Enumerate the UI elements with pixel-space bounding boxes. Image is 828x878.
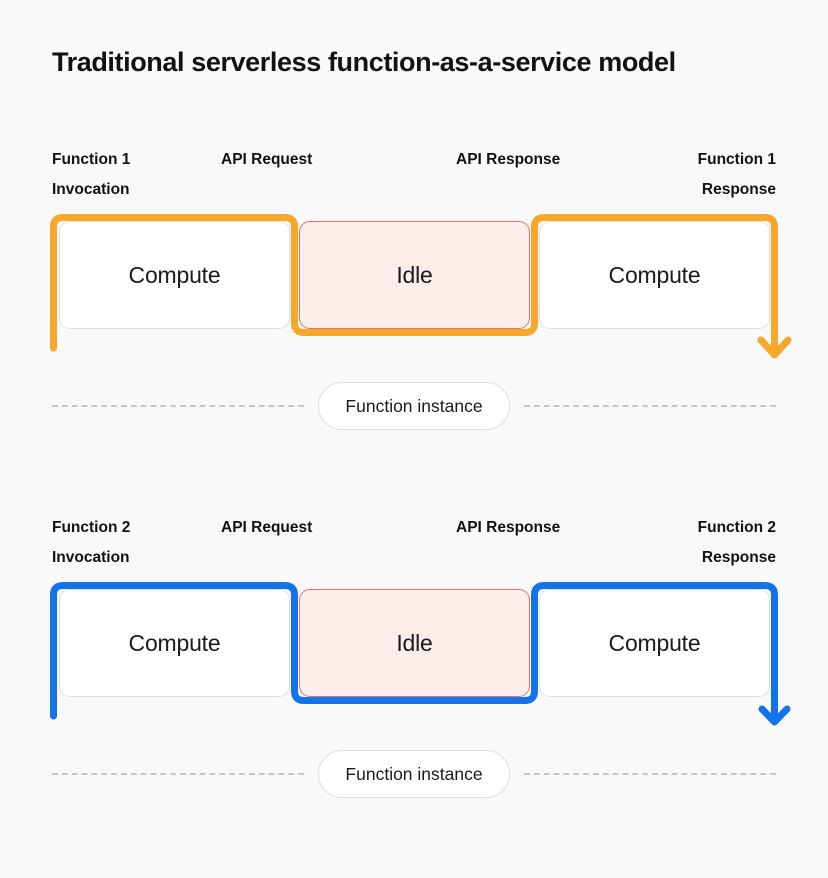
stage-box-compute-2: Compute (539, 221, 770, 329)
stage-box-compute-2: Compute (539, 589, 770, 697)
flow-row-function-2: Function 2 Invocation API Request API Re… (0, 503, 828, 804)
function-instance-strip: Function instance (0, 744, 828, 804)
stage-label-api-response: API Response (456, 151, 561, 168)
function-instance-strip: Function instance (0, 376, 828, 436)
instance-dash-left (52, 773, 305, 775)
flow-row-function-1: Function 1 Invocation API Request API Re… (0, 135, 828, 436)
function-instance-pill: Function instance (318, 382, 510, 430)
function-instance-pill: Function instance (318, 750, 510, 798)
instance-dash-left (52, 405, 305, 407)
stage-label-response: Function 1 Response (697, 151, 776, 198)
stage-label-invocation: Function 2 Invocation (52, 519, 131, 566)
stage-boxes-area: Compute Idle Compute (0, 569, 828, 744)
stage-box-compute-1: Compute (59, 221, 290, 329)
stage-label-api-response: API Response (456, 519, 561, 536)
stage-label-api-request: API Request (221, 151, 313, 168)
stage-label-response: Function 2 Response (697, 519, 776, 566)
stage-label-band: Function 2 Invocation API Request API Re… (0, 503, 828, 569)
stage-label-band: Function 1 Invocation API Request API Re… (0, 135, 828, 201)
stage-box-idle: Idle (299, 589, 530, 697)
stage-box-compute-1: Compute (59, 589, 290, 697)
stage-label-api-request: API Request (221, 519, 313, 536)
instance-dash-right (523, 773, 777, 775)
stage-label-invocation: Function 1 Invocation (52, 151, 131, 198)
instance-dash-right (523, 405, 777, 407)
stage-boxes-area: Compute Idle Compute (0, 201, 828, 376)
stage-box-idle: Idle (299, 221, 530, 329)
page-title: Traditional serverless function-as-a-ser… (52, 47, 676, 77)
